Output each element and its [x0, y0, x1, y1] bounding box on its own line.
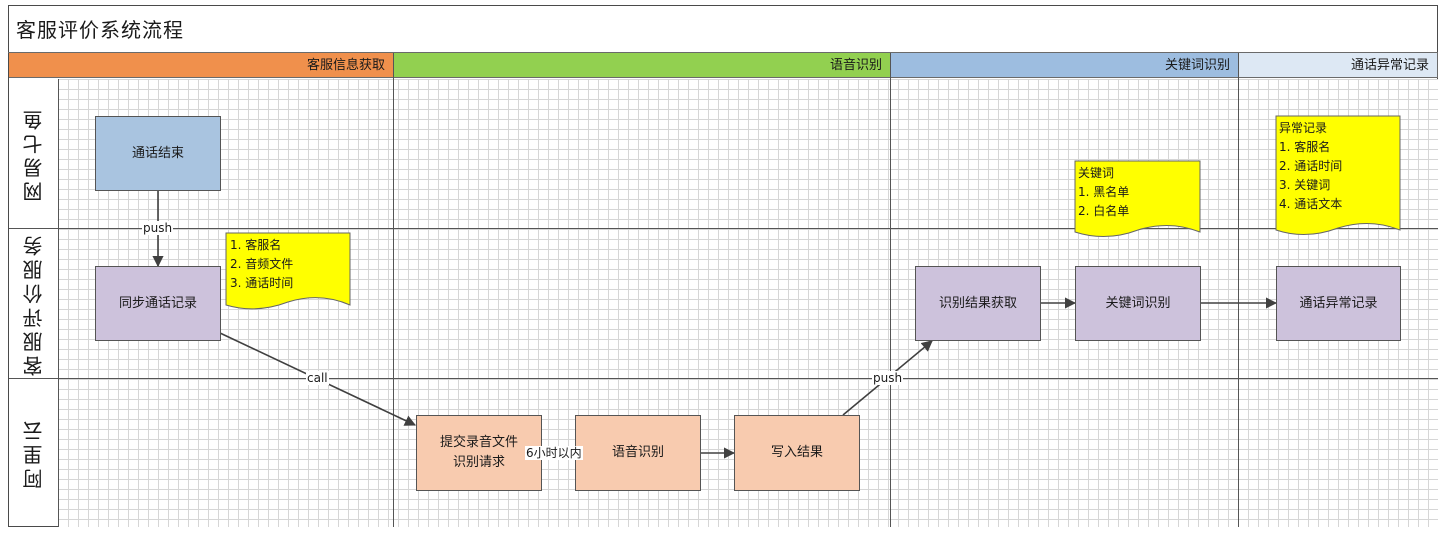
title-divider: [8, 52, 1438, 53]
edge-label-push-top: push: [142, 221, 174, 235]
edge-label-call: call: [306, 371, 329, 385]
node-speech-recognition: 语音识别: [575, 415, 701, 491]
diagram-title: 客服评价系统流程: [16, 18, 184, 42]
note-keyword: 关键词 1. 黑名单 2. 白名单: [1078, 166, 1130, 218]
phase-header-abnormal: 通话异常记录: [1239, 53, 1438, 78]
node-write-result: 写入结果: [734, 415, 860, 491]
phase-header-speech: 语音识别: [394, 53, 891, 78]
edge-label-duration: 6小时以内: [525, 446, 583, 460]
lane-divider-1: [9, 228, 1438, 229]
node-abnormal-record: 通话异常记录: [1276, 266, 1401, 341]
lane-label-divider: [58, 79, 59, 527]
edge-label-push-bottom: push: [872, 371, 904, 385]
phase-header-keyword: 关键词识别: [891, 53, 1239, 78]
node-keyword-recognition: 关键词识别: [1075, 266, 1201, 341]
note-abnormal-shape: [1275, 115, 1401, 236]
note-sync: 1. 客服名 2. 音频文件 3. 通话时间: [230, 238, 294, 290]
note-sync-shape: [225, 232, 351, 310]
phase-divider-1: [393, 53, 394, 527]
phase-header-info: 客服信息获取: [9, 53, 394, 78]
lane-divider-2: [9, 378, 1438, 379]
note-abnormal: 异常记录 1. 客服名 2. 通话时间 3. 关键词 4. 通话文本: [1279, 121, 1343, 211]
node-sync-record: 同步通话记录: [95, 266, 221, 341]
note-keyword-shape: [1074, 160, 1201, 238]
phase-divider-3: [1238, 53, 1239, 527]
node-fetch-result: 识别结果获取: [915, 266, 1041, 341]
phase-divider-2: [890, 53, 891, 527]
node-submit-request: 提交录音文件 识别请求: [416, 415, 542, 491]
node-call-end: 通话结束: [95, 116, 221, 191]
